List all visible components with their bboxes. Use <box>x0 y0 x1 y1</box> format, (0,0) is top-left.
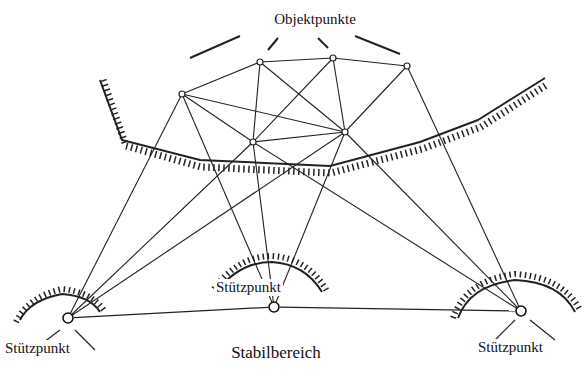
baseline-connector <box>280 307 515 311</box>
point-label: Stützpunkt <box>214 279 283 296</box>
region-label: Stabilbereich <box>229 343 323 362</box>
support-point: Stützpunkt <box>62 312 74 324</box>
support-point: Stützpunkt <box>268 301 280 313</box>
point-label: Stützpunkt <box>3 340 72 357</box>
point-circle <box>268 301 280 313</box>
baseline-connector <box>74 307 268 317</box>
point-circle <box>62 312 74 324</box>
point-label: Stützpunkt <box>476 339 545 356</box>
support-point: Stützpunkt <box>515 305 527 317</box>
point-circle <box>515 305 527 317</box>
object-points-label: Objektpunkte <box>272 10 358 29</box>
